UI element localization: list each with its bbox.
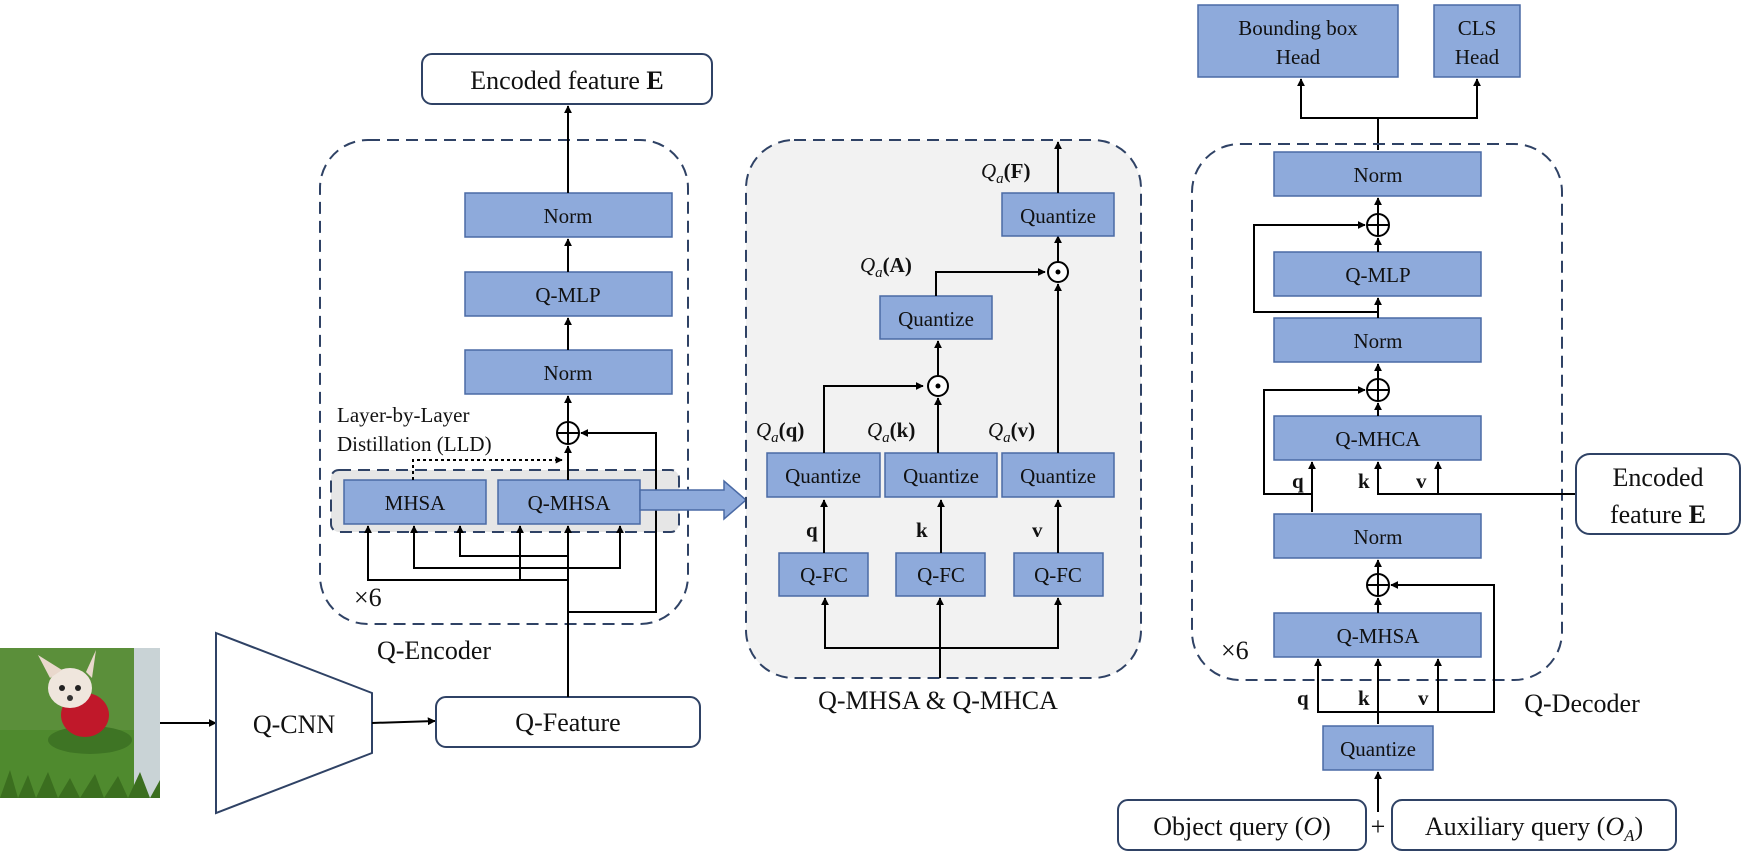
encoder-output-box: [421, 53, 713, 105]
decoder-encoded-feature-box: [1575, 453, 1741, 535]
mhsa-v-symbol: v: [1418, 686, 1429, 710]
quantize-a: [879, 295, 993, 340]
decoder-quantize: [1322, 725, 1434, 771]
encoder-q-mhsa-label: Q-MHSA: [528, 491, 612, 515]
bbox-head: [1197, 4, 1399, 78]
q-fc-k: [895, 552, 986, 597]
quantize-a-label: Quantize: [898, 307, 974, 331]
quantize-v: [1001, 452, 1115, 498]
cls-head: [1433, 4, 1521, 78]
decoder-norm-low-label: Norm: [1354, 525, 1403, 549]
decoder-norm-mid-label: Norm: [1354, 329, 1403, 353]
mhsa-k-symbol: k: [1358, 686, 1370, 710]
decoder-frame: [1191, 143, 1563, 681]
q-decoder: Bounding box Head CLS Head Norm Q-MLP No…: [1117, 4, 1741, 851]
cls-head-label-2: Head: [1455, 45, 1500, 69]
decoder-q-mhsa: [1273, 612, 1482, 658]
auxiliary-query-box: [1391, 799, 1677, 851]
q-symbol: q: [806, 518, 818, 542]
bbox-head-label-2: Head: [1276, 45, 1321, 69]
decoder-q-mhca-label: Q-MHCA: [1335, 427, 1421, 451]
q-fc-v: [1013, 552, 1104, 597]
encoder-name-label: Q-Encoder: [377, 636, 491, 665]
quantize-f-label: Quantize: [1020, 204, 1096, 228]
q-encoder: Encoded feature E Norm Q-MLP Norm MHSA Q…: [319, 53, 713, 697]
decoder-q-mhsa-label: Q-MHSA: [1337, 624, 1421, 648]
q-fc-v-label: Q-FC: [1034, 563, 1082, 587]
encoder-q-mlp-label: Q-MLP: [535, 283, 600, 307]
input-image: [0, 648, 160, 798]
decoder-quantize-label: Quantize: [1340, 737, 1416, 761]
qa-k-label: Qa(k): [867, 418, 915, 446]
encoder-mhsa-label: MHSA: [385, 491, 447, 515]
attention-detail: Q-FC Q-FC Q-FC q k v Quantize Quantize Q…: [745, 139, 1142, 715]
mhsa-q-symbol: q: [1297, 686, 1309, 710]
decoder-name-label: Q-Decoder: [1524, 689, 1640, 718]
distillation-label-line1: Layer-by-Layer: [337, 403, 470, 427]
quantize-q-label: Quantize: [785, 464, 861, 488]
encoder-norm-mid: [464, 349, 673, 395]
mhca-k-symbol: k: [1358, 469, 1370, 493]
quantize-q: [766, 452, 881, 498]
encoder-frame: [319, 139, 689, 625]
decoder-q-mhca: [1273, 415, 1482, 461]
encoder-mhsa: [343, 479, 487, 525]
q-feature-label: Q-Feature: [515, 708, 620, 737]
mhca-v-symbol: v: [1416, 469, 1427, 493]
decoder-encoded-feature-label-1: Encoded: [1613, 463, 1704, 492]
qa-q-label: Qa(q): [756, 418, 804, 446]
q-cnn-block: [215, 631, 373, 815]
q-cnn-label: Q-CNN: [253, 710, 336, 739]
v-symbol: v: [1032, 518, 1043, 542]
cls-head-label-1: CLS: [1458, 16, 1497, 40]
encoder-output-label: Encoded feature E: [470, 66, 663, 95]
bbox-head-label-1: Bounding box: [1238, 16, 1358, 40]
quantize-v-label: Quantize: [1020, 464, 1096, 488]
encoder-norm-top-label: Norm: [544, 204, 593, 228]
expand-arrow: [639, 479, 748, 521]
decoder-repeat-label: ×6: [1221, 636, 1249, 665]
q-fc-k-label: Q-FC: [917, 563, 965, 587]
quantize-k-label: Quantize: [903, 464, 979, 488]
attention-name-label: Q-MHSA & Q-MHCA: [818, 686, 1058, 715]
quantize-k: [884, 452, 998, 498]
mhca-q-symbol: q: [1292, 469, 1304, 493]
decoder-encoded-feature-label-2: feature E: [1610, 500, 1706, 529]
object-query-label: Object query (O): [1153, 812, 1331, 841]
qa-v-label: Qa(v): [988, 418, 1035, 446]
auxiliary-query-label: Auxiliary query (OA): [1425, 812, 1643, 845]
decoder-q-mlp: [1273, 251, 1482, 297]
q-fc-q-label: Q-FC: [800, 563, 848, 587]
decoder-norm-low: [1273, 513, 1482, 559]
encoder-repeat-label: ×6: [354, 583, 382, 612]
k-symbol: k: [916, 518, 928, 542]
encoder-norm-top: [464, 192, 673, 238]
distillation-label-line2: Distillation (LLD): [337, 432, 492, 456]
decoder-norm-top-label: Norm: [1354, 163, 1403, 187]
decoder-norm-top: [1273, 151, 1482, 197]
encoder-q-mlp: [464, 271, 673, 317]
q-fc-q: [778, 552, 869, 597]
query-plus-label: +: [1371, 812, 1386, 841]
chihuahua-photo-icon: [48, 668, 92, 708]
decoder-q-mlp-label: Q-MLP: [1345, 263, 1410, 287]
object-query-box: [1117, 799, 1367, 851]
qa-f-label: Qa(F): [981, 159, 1031, 187]
qa-a-label: Qa(A): [860, 253, 912, 281]
encoder-norm-mid-label: Norm: [544, 361, 593, 385]
